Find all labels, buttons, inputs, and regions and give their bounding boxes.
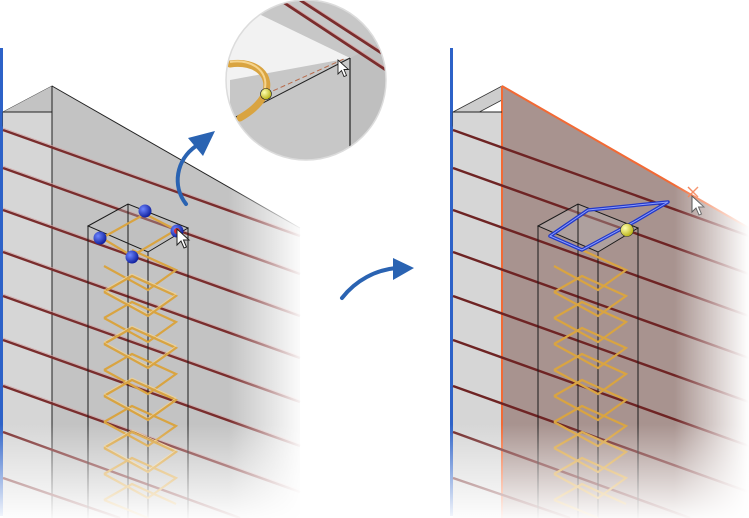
panel-after	[450, 48, 749, 518]
panel-before	[0, 48, 305, 518]
cursor-arrow-icon	[337, 58, 350, 78]
zoom-callout-icon	[225, 0, 387, 161]
transition-arrow	[340, 258, 414, 300]
curved-arrow-icon	[340, 266, 398, 300]
grip-handle-zoomed	[260, 88, 272, 100]
curved-arrow-icon	[175, 144, 198, 206]
